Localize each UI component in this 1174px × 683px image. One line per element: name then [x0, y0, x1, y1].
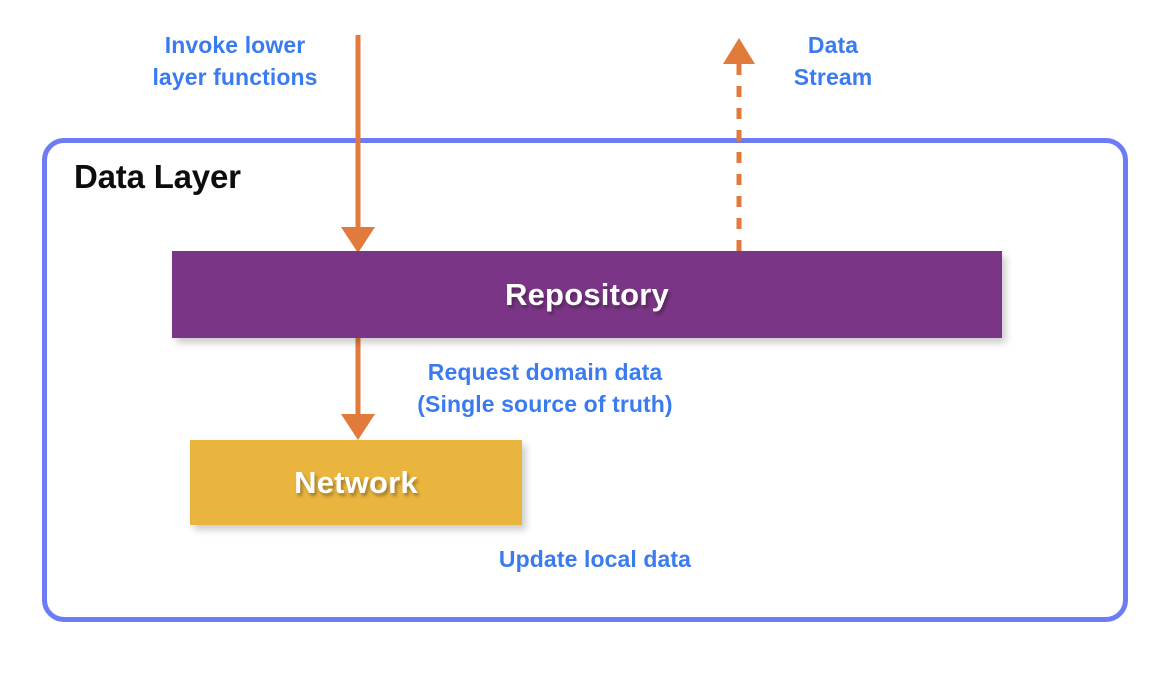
annotation-data-stream: Data Stream	[793, 32, 873, 90]
network-block[interactable]: Network	[190, 440, 522, 525]
annotation-request-domain-data: Request domain data (Single source of tr…	[417, 359, 673, 417]
network-label: Network	[294, 464, 418, 500]
data-layer-title: Data Layer	[74, 158, 241, 195]
data-layer-container	[42, 138, 1128, 622]
repository-block[interactable]: Repository	[172, 251, 1002, 338]
annotation-invoke-lower-layer-functions: Invoke lower layer functions	[152, 32, 318, 90]
repository-label: Repository	[505, 276, 669, 312]
annotation-update-local-data: Update local data	[498, 546, 692, 572]
